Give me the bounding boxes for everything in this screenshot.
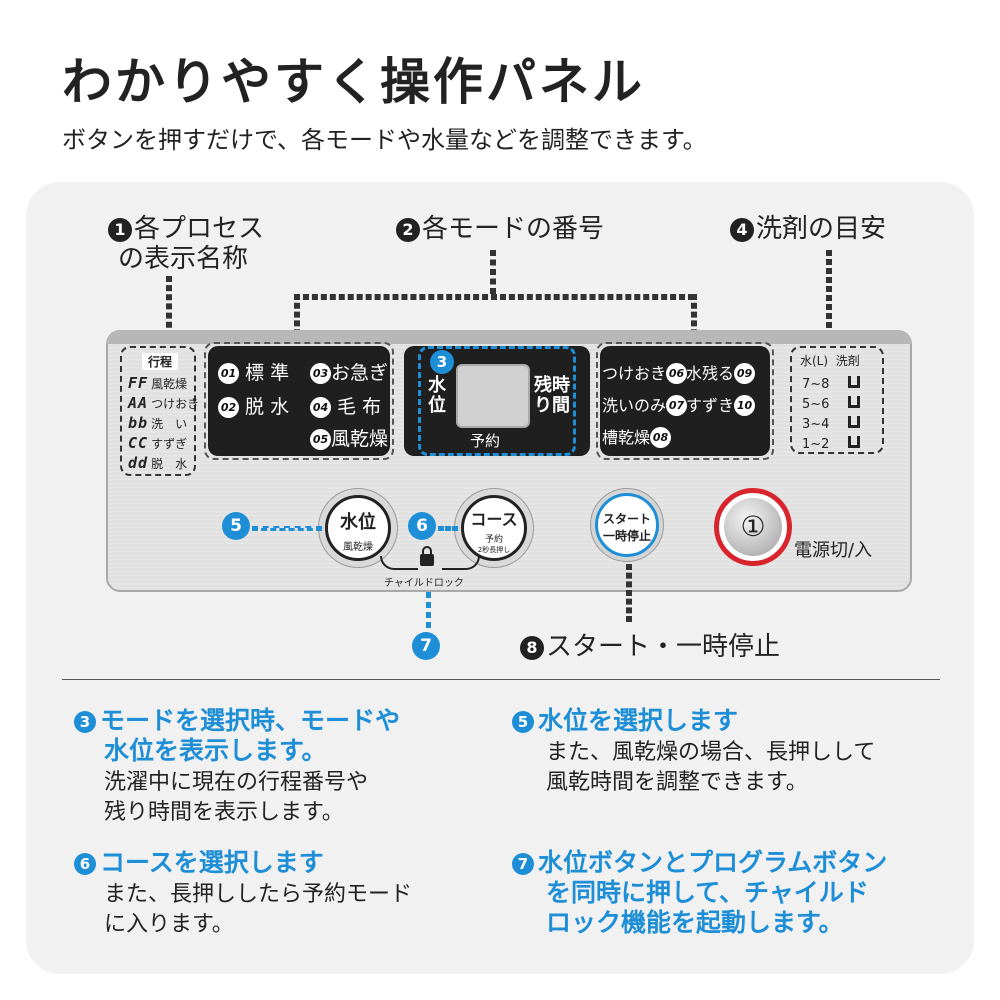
section-6-body: また、長押ししたら予約モードに入ります。: [104, 882, 413, 937]
callout-number: 2: [396, 218, 420, 242]
callout-number: 8: [520, 636, 544, 660]
display-badge: 3: [430, 350, 454, 374]
course-sub-hold: 2秒長押し: [477, 546, 511, 554]
detergent-row: 1~2: [802, 436, 860, 452]
mode-04[interactable]: 04 毛 布: [310, 392, 381, 419]
process-box: [120, 346, 196, 476]
power-button-face[interactable]: ①: [724, 498, 782, 556]
marker-5-leader: [252, 526, 322, 531]
detergent-row: 5~6: [802, 396, 860, 412]
marker-6-leader: [438, 526, 458, 531]
callout-label: 各プロセス: [134, 214, 265, 244]
page-title: わかりやすく操作パネル: [62, 53, 645, 111]
start-label: スタート: [602, 512, 651, 526]
callout-label: の表示名称: [118, 244, 249, 274]
lock-icon: [420, 554, 434, 566]
water-level-sub: 風乾燥: [343, 542, 373, 553]
process-header: 行程: [142, 353, 179, 370]
callout-leader: [626, 564, 632, 622]
marker-7-leader: [426, 592, 431, 628]
display-water-label: 水位: [428, 375, 446, 416]
mode-selector-left-outline: [204, 342, 394, 460]
power-label: 電源切/入: [794, 540, 873, 561]
callout-leader: [294, 294, 694, 300]
cup-icon: [847, 376, 860, 388]
detergent-guide-box: [790, 346, 884, 454]
control-panel-top-edge: [106, 330, 912, 344]
power-button[interactable]: ①: [714, 488, 792, 566]
callout-label: スタート・一時停止: [546, 632, 781, 662]
display-reservation-label: 予約: [470, 432, 501, 450]
cup-icon: [847, 416, 860, 428]
callout-label: 洗剤の目安: [756, 214, 887, 244]
section-3-body: 洗濯中に現在の行程番号や残り時間を表示します。: [104, 770, 369, 825]
center-display-highlight: [418, 346, 576, 456]
marker-6: 6: [408, 512, 436, 540]
callout-number: 4: [730, 218, 754, 242]
section-5-body: また、風乾燥の場合、長押しして風乾時間を調整できます。: [546, 740, 876, 795]
water-level-button[interactable]: 水位 風乾燥: [318, 488, 398, 568]
mode-01[interactable]: 01 標 準: [218, 358, 289, 385]
cup-icon: [847, 436, 860, 448]
callout-label: 各モードの番号: [422, 214, 605, 244]
detergent-header: 水(L) 洗剤: [800, 354, 860, 368]
mode-selector-right-outline: [596, 342, 774, 460]
course-sub: 予約: [484, 535, 503, 545]
water-level-button-face[interactable]: 水位 風乾燥: [325, 495, 391, 561]
section-divider: [62, 679, 940, 680]
page-subtitle: ボタンを押すだけで、各モードや水量などを調整できます。: [62, 126, 707, 154]
mode-selector-left: [208, 346, 390, 456]
child-lock-label: チャイルドロック: [384, 578, 464, 589]
callout-number: 1: [108, 218, 132, 242]
mode-02[interactable]: 02 脱 水: [218, 392, 289, 419]
detergent-row: 3~4: [802, 416, 860, 432]
start-pause-button-face[interactable]: スタート 一時停止: [595, 493, 659, 557]
lock-icon-shackle: [422, 546, 432, 556]
course-label: コース: [470, 510, 518, 529]
marker-5: 5: [222, 512, 250, 540]
power-icon: ①: [740, 510, 766, 543]
start-pause-button[interactable]: スタート 一時停止: [590, 488, 664, 562]
display-screen: [456, 364, 530, 428]
cup-icon: [847, 396, 860, 408]
marker-7: 7: [412, 632, 440, 660]
pause-label: 一時停止: [602, 529, 651, 543]
detergent-row: 7~8: [802, 376, 860, 392]
callout-leader: [490, 250, 496, 294]
water-level-label: 水位: [340, 512, 376, 533]
course-button-face[interactable]: コース 予約 2秒長押し: [461, 495, 527, 561]
display-remaining-time-label: 残時り間: [534, 375, 570, 416]
